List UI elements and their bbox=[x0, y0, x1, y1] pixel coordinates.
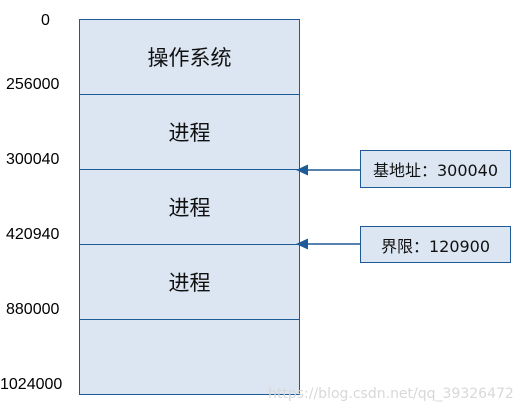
memory-column: 操作系统 进程 进程 进程 bbox=[79, 19, 300, 395]
address-label-256000: 256000 bbox=[6, 76, 60, 93]
address-label-880000: 880000 bbox=[6, 301, 60, 318]
process-block-2: 进程 bbox=[80, 170, 299, 245]
limit-register-arrowhead bbox=[296, 238, 308, 250]
address-label-420940: 420940 bbox=[6, 226, 60, 243]
limit-register-box: 界限：120900 bbox=[360, 226, 511, 263]
base-register-box: 基地址：300040 bbox=[360, 150, 511, 188]
base-register-arrowhead bbox=[296, 164, 308, 176]
address-label-1024000: 1024000 bbox=[0, 376, 63, 393]
watermark-text: https://blog.csdn.net/qq_39326472 bbox=[268, 386, 514, 402]
process-block-3: 进程 bbox=[80, 245, 299, 320]
process-block-1: 进程 bbox=[80, 95, 299, 170]
os-block: 操作系统 bbox=[80, 20, 299, 95]
address-label-300040: 300040 bbox=[6, 151, 60, 168]
address-label-0: 0 bbox=[41, 12, 50, 29]
